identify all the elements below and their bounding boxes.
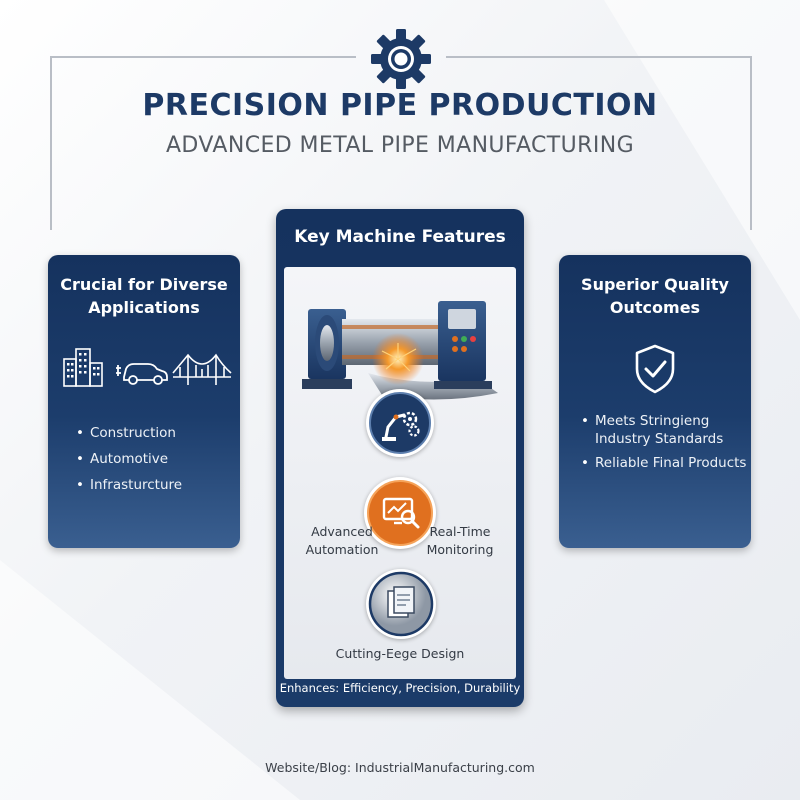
pipe-machine-illustration <box>298 287 508 407</box>
machine-features-title: Key Machine Features <box>294 227 506 247</box>
applications-card: Crucial for Diverse Applications <box>48 255 240 548</box>
automation-label-line2: Automation <box>305 542 379 557</box>
header-frame-left <box>50 56 52 230</box>
header-frame-top-right <box>446 56 752 58</box>
quality-title-line1: Superior Quality <box>581 275 729 294</box>
monitoring-label-line2: Monitoring <box>426 542 494 557</box>
quality-title-line2: Outcomes <box>609 298 701 317</box>
quality-item-line1: Meets Stringieng <box>595 413 710 429</box>
buildings-icon <box>62 345 106 387</box>
monitoring-icon <box>364 477 436 549</box>
applications-list: Construction Automotive Infrasturcture <box>74 424 182 494</box>
applications-title-line2: Applications <box>88 298 200 317</box>
blueprint-design-icon <box>366 569 436 639</box>
monitoring-label-line1: Real-Time <box>429 524 491 539</box>
list-item: Construction <box>74 424 182 442</box>
header-frame-top-left <box>50 56 356 58</box>
shield-check-icon <box>631 343 679 395</box>
page-title: PRECISION PIPE PRODUCTION <box>142 88 658 123</box>
bridge-icon <box>172 351 232 387</box>
applications-card-title: Crucial for Diverse Applications <box>48 273 240 319</box>
header-frame-right <box>750 56 752 230</box>
list-item: Automotive <box>74 450 182 468</box>
website-link[interactable]: Website/Blog: IndustrialManufacturing.co… <box>265 760 535 775</box>
list-item: Infrasturcture <box>74 476 182 494</box>
quality-card: Superior Quality Outcomes Meets Stringie… <box>559 255 751 548</box>
feature-cutting-edge-design: Cutting-Eege Design <box>335 646 465 661</box>
list-item: Meets Stringieng Industry Standards <box>579 412 746 448</box>
quality-list: Meets Stringieng Industry Standards Reli… <box>579 412 746 472</box>
robot-arm-gears-icon <box>366 389 434 457</box>
machine-features-card: Key Machine Features <box>276 209 524 707</box>
feature-real-time-monitoring: Real-Time Monitoring <box>408 523 512 559</box>
feature-advanced-automation: Advanced Automation <box>290 523 394 559</box>
machine-features-body: Advanced Automation Real-Time Monitoring <box>284 267 516 679</box>
applications-title-line1: Crucial for Diverse <box>60 275 228 294</box>
enhances-strip: Enhances: Efficiency, Precision, Durabil… <box>279 681 521 695</box>
page-subtitle: ADVANCED METAL PIPE MANUFACTURING <box>165 133 635 158</box>
automation-label-line1: Advanced <box>311 524 373 539</box>
quality-card-title: Superior Quality Outcomes <box>559 273 751 319</box>
quality-item-line2: Industry Standards <box>595 431 724 447</box>
list-item: Reliable Final Products <box>579 454 746 472</box>
car-icon <box>114 357 170 387</box>
gear-icon <box>370 28 432 90</box>
